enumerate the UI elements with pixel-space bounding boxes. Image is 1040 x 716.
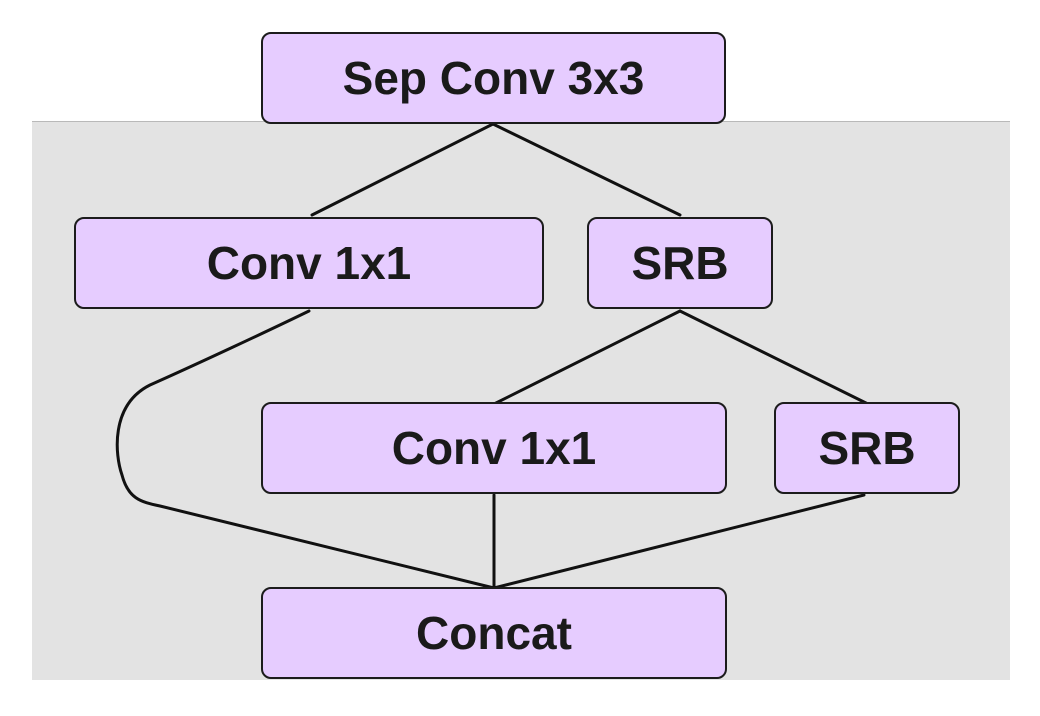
edge-sep-conv-to-conv1x1-a	[310, 122, 495, 217]
sep-conv-3x3-node: Sep Conv 3x3	[261, 32, 726, 124]
conv1x1-node-center: Conv 1x1	[261, 402, 727, 494]
edge-srb-a-to-srb-b	[678, 309, 870, 406]
conv1x1-node-left: Conv 1x1	[74, 217, 544, 309]
edge-srb-a-to-conv1x1-b	[492, 309, 682, 406]
edge-conv1x1-a-to-concat	[115, 309, 496, 590]
edge-sep-conv-to-srb-a	[491, 122, 682, 217]
srb-node-upper: SRB	[587, 217, 773, 309]
edge-srb-b-to-concat	[492, 493, 866, 590]
concat-node: Concat	[261, 587, 727, 679]
srb-node-lower: SRB	[774, 402, 960, 494]
